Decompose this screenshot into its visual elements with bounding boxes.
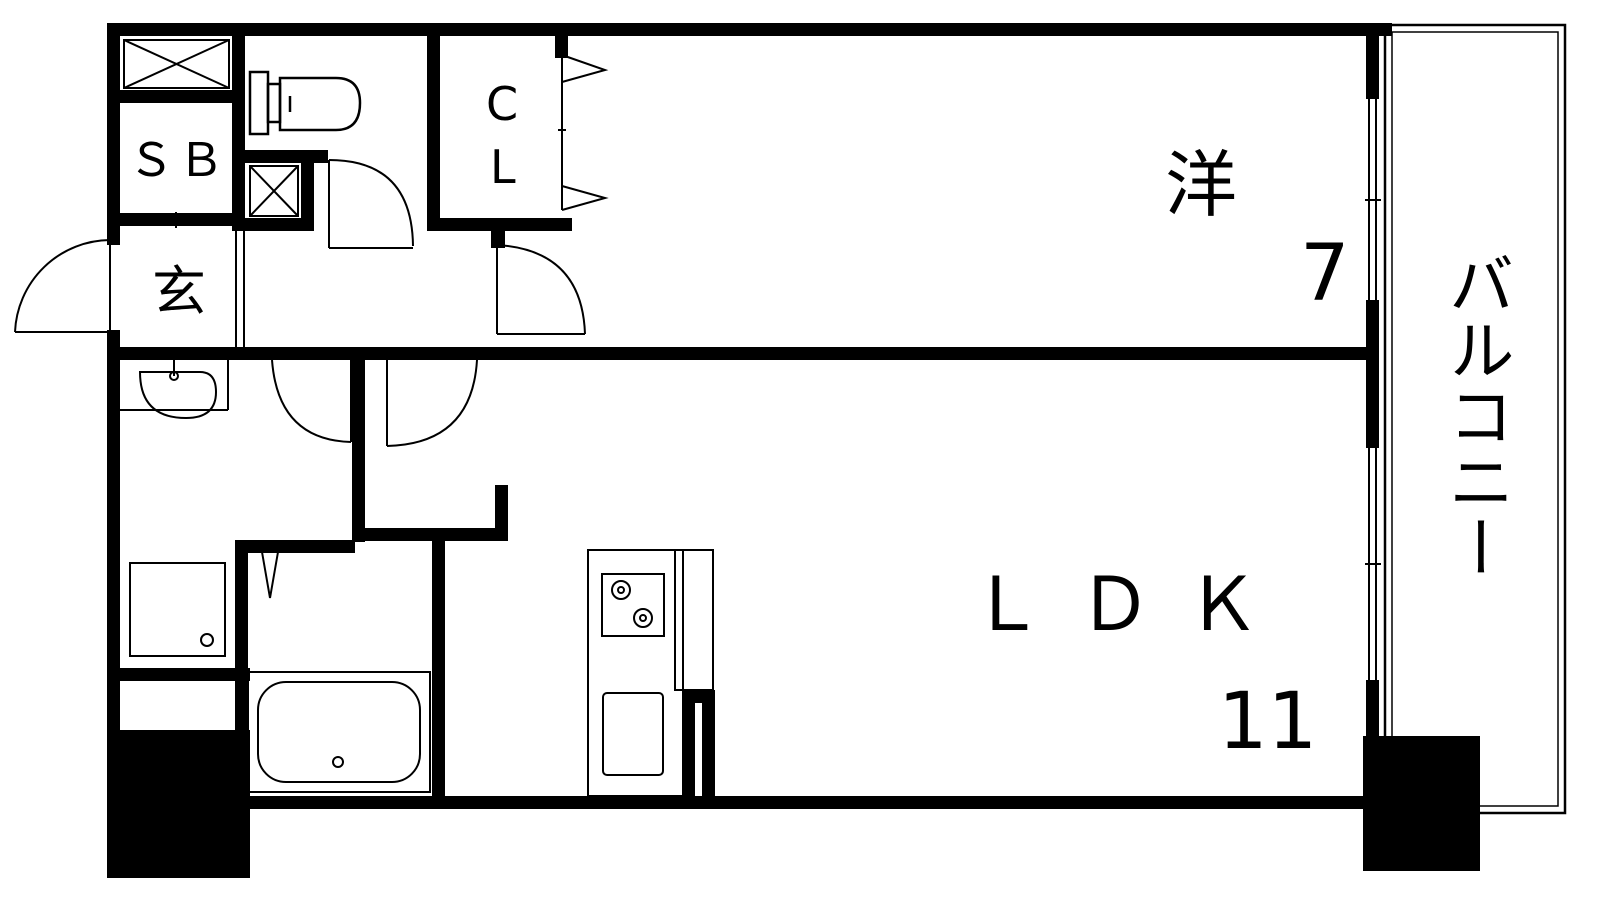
wall-right-low [1366,680,1379,736]
wall-pipe-right [301,150,314,231]
western-room-label: 洋 [1165,143,1237,227]
column-bottom-left [107,730,250,878]
wall-corridor-b [352,528,508,541]
wall-corridor-c [495,485,508,541]
wall-bottom [243,796,1376,809]
bathtub [247,671,431,793]
storage-marks [123,39,299,217]
storage-top-left [123,39,230,89]
ldk-label: ＬＤＫ [970,562,1294,648]
kitchen-counter [587,549,684,797]
pipe-space [249,165,299,217]
wall-pipe-bottom [232,218,314,231]
balcony-label: バルコニー [1438,250,1515,580]
wall-sb-top [107,90,242,103]
column-bottom-right [1363,736,1480,871]
wall-bath-left [235,540,248,736]
door-swings [255,159,586,599]
stove-top [601,573,665,637]
wall-right-top [1366,23,1379,99]
closet-doors [558,50,609,211]
room-labels: 洋 7 ＬＤＫ 11 C L ＳＢ 玄 バルコニー [128,77,1515,767]
windows [1365,99,1381,680]
burner-icon [611,580,631,600]
kitchen [587,549,714,797]
wall-corridor-a [352,347,365,542]
sink [602,692,664,776]
walls [107,23,1480,878]
wash-basin [120,360,229,420]
wall-left-lower [107,330,120,730]
closet-label-top: C [486,77,518,131]
wall-closet-pillar [491,218,505,248]
wall-kitchen-stub-left [682,690,695,800]
wall-closet-left [427,23,440,231]
wall-western-ldk [107,347,1379,360]
kitchen-counter-back [674,549,714,691]
wall-closet-right [555,23,568,58]
wall-sb-right [232,23,245,226]
wall-right-mid [1366,300,1379,448]
entrance-area [14,212,245,347]
toilet [248,70,362,136]
wall-wash-shelf [107,668,250,681]
burner-icon [633,608,653,628]
washing-machine-pan [129,562,226,657]
ldk-size: 11 [1218,677,1317,767]
wall-left-upper [107,23,120,245]
balcony-outline [1383,23,1567,815]
wall-top [107,23,1392,36]
wall-bath-right [432,540,445,802]
balcony [1383,23,1567,815]
wall-kitchen-stub-right [702,690,715,800]
wall-bath-top [235,540,355,553]
shoe-box-label: ＳＢ [128,133,228,187]
western-room-size: 7 [1300,229,1350,319]
entrance-label: 玄 [152,260,206,323]
closet-label-bottom: L [490,140,516,194]
